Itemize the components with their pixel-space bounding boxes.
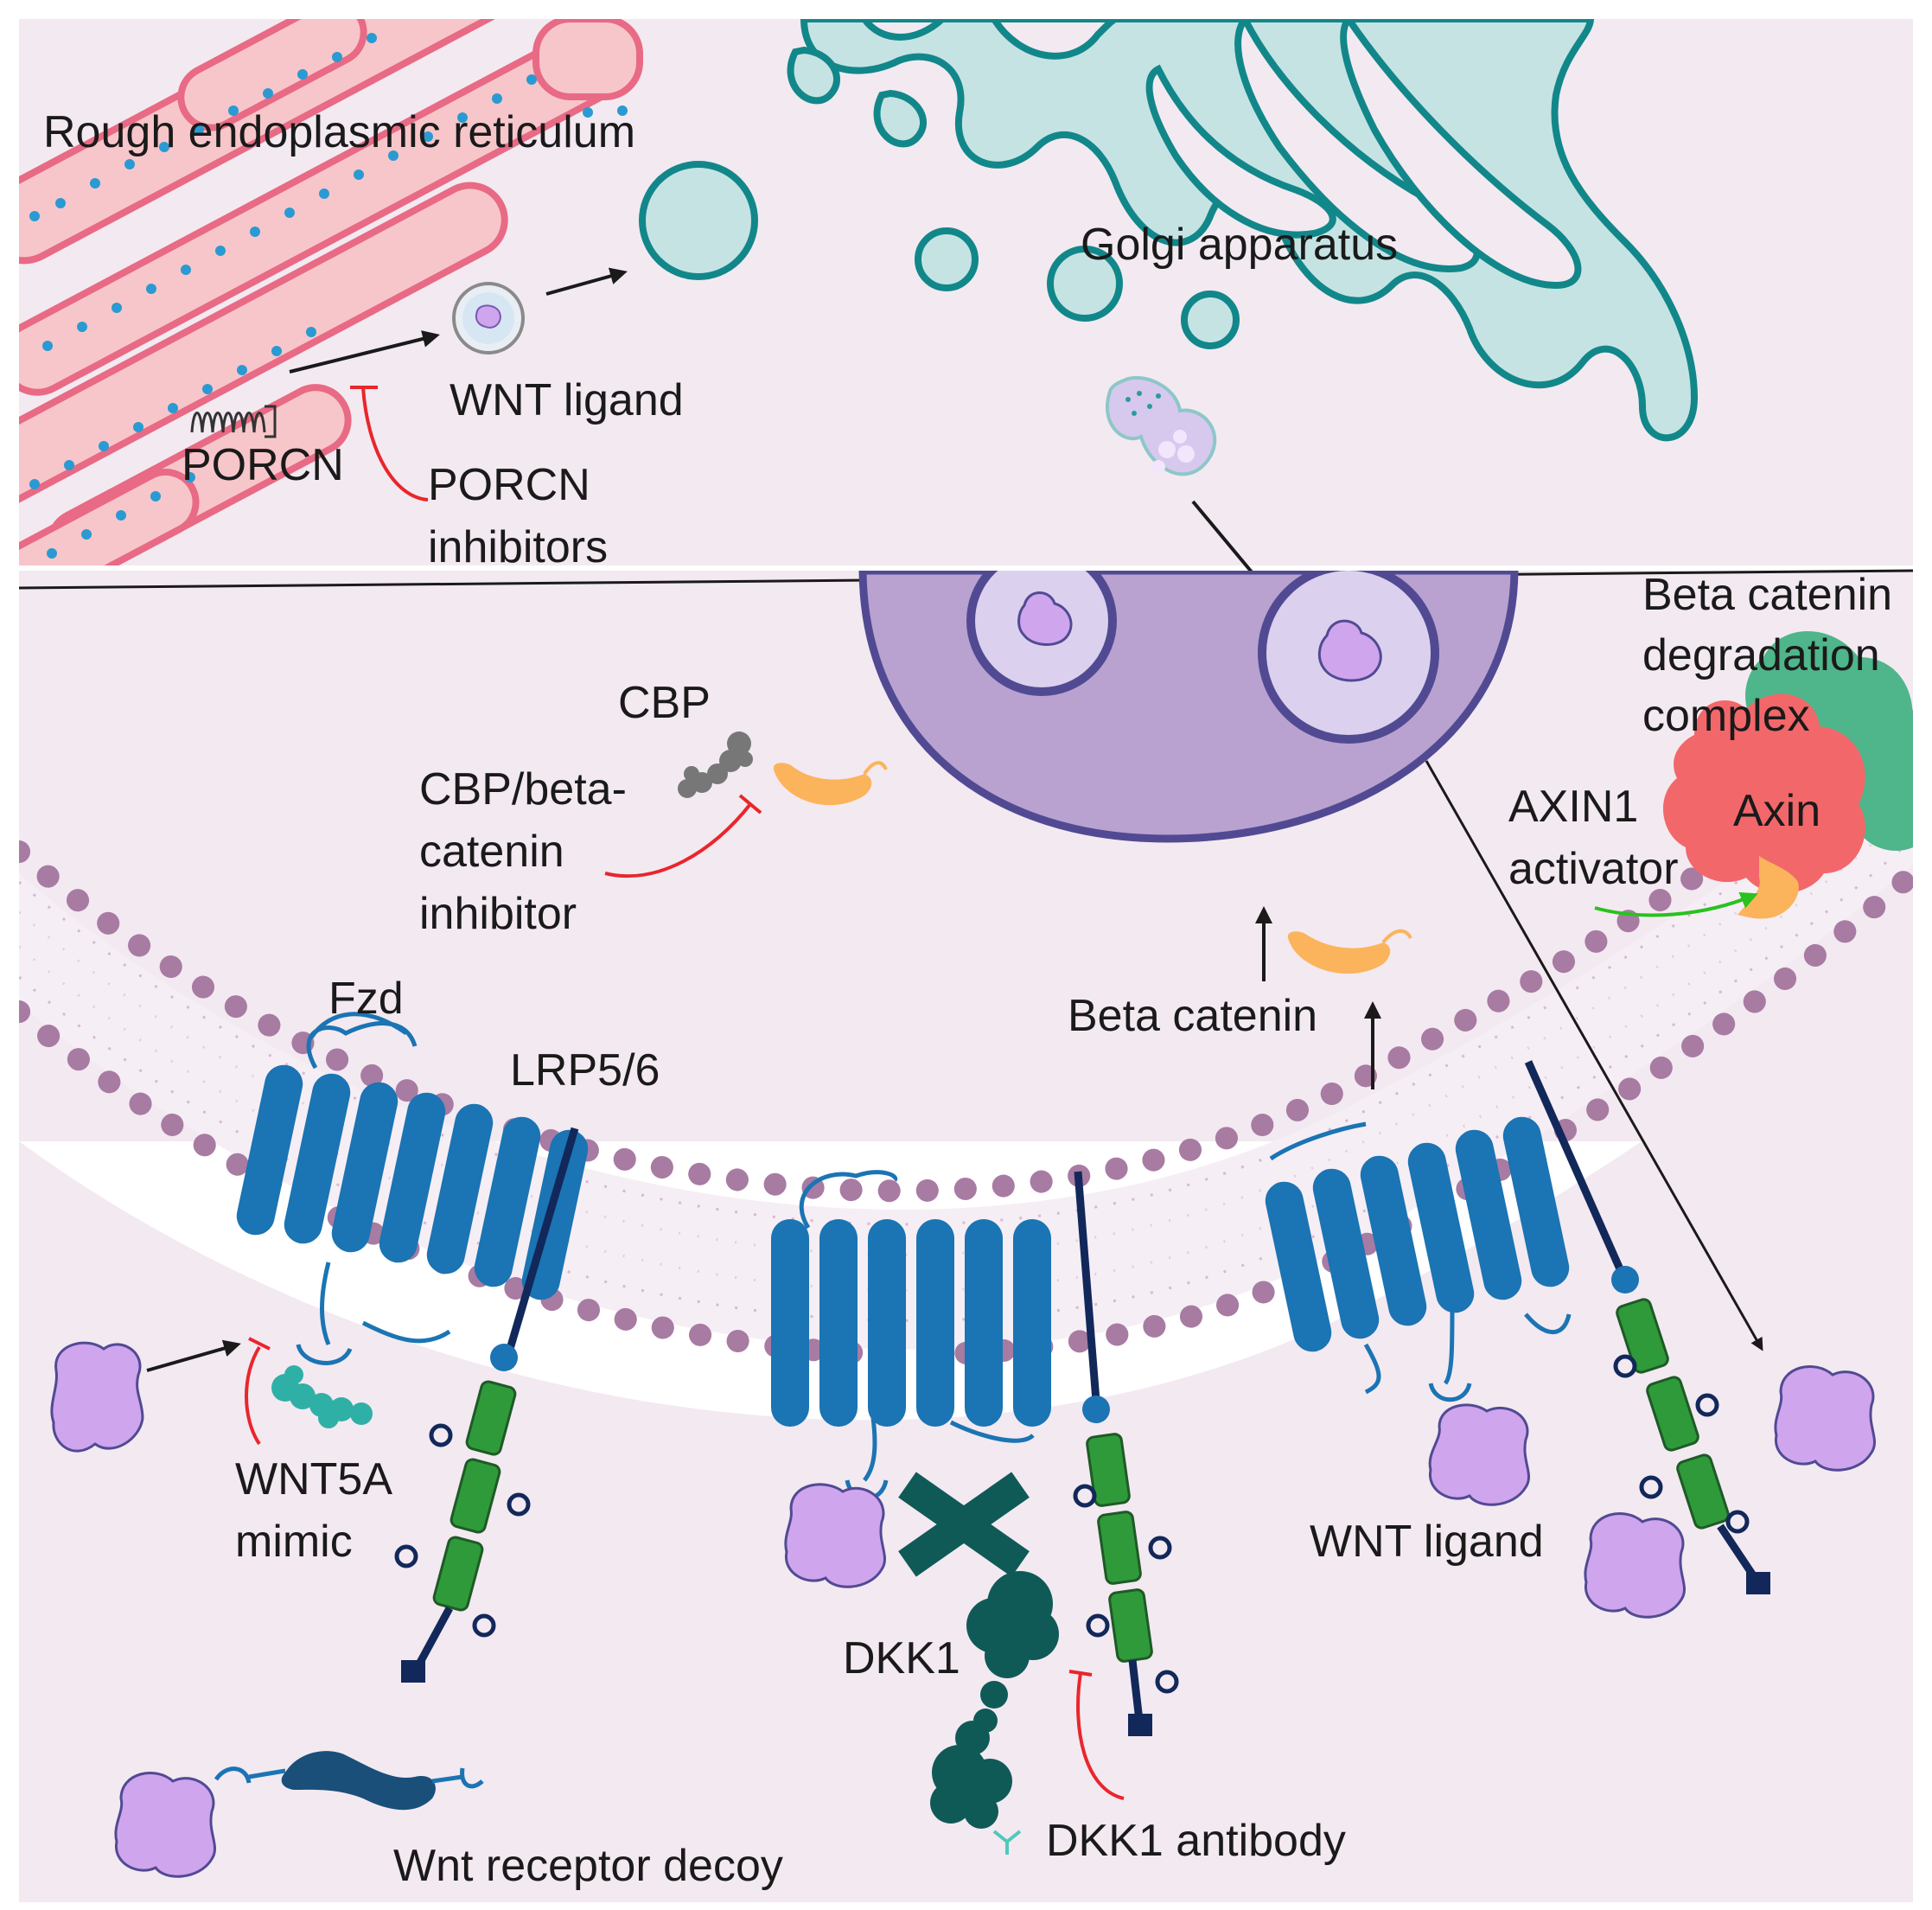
rough-er — [19, 19, 643, 565]
wnt-ligand-top-label: WNT ligand — [450, 375, 684, 425]
wnt-ligand-right-bound — [1428, 1403, 1530, 1506]
wnt5a-mimic-label-2: mimic — [235, 1517, 353, 1567]
golgi-apparatus — [639, 19, 1699, 442]
axin1-activation-arrow — [1594, 891, 1758, 917]
fzd-receptor-center — [771, 1170, 1051, 1501]
porcn-inhibitors-label-2: inhibitors — [428, 522, 608, 572]
beta-catenin-icon-cbp — [773, 761, 888, 806]
wnt5a-mimic-icon — [271, 1365, 373, 1428]
wnt5a-inhibitor-bar — [245, 1337, 271, 1446]
fzd-label: Fzd — [328, 974, 404, 1024]
receptor-decoy-icon — [214, 1751, 484, 1811]
lrp-coreceptor-center — [1073, 1171, 1179, 1736]
degradation-complex — [1662, 631, 1913, 919]
golgi-label: Golgi apparatus — [1081, 220, 1398, 270]
dkk1-antibody-label: DKK1 antibody — [1046, 1816, 1346, 1866]
nucleus-to-wnt-arrow — [1425, 760, 1763, 1351]
cbp-inhibitor-label-2: catenin — [419, 827, 564, 877]
porcn-inhibitors-label-1: PORCN — [428, 460, 590, 510]
porcn-to-wnt-arrow — [289, 330, 440, 374]
rough-er-label: Rough endoplasmic reticulum — [43, 107, 635, 157]
wnt-ligand-decoy — [114, 1772, 216, 1878]
cbp-inhibitor-bar — [604, 794, 762, 878]
wnt-vesicle-icon — [452, 282, 525, 355]
wnt-ligand-free-right-2 — [1584, 1512, 1686, 1619]
fzd-extracellular-loop — [309, 1012, 408, 1039]
cbp-label: CBP — [618, 678, 711, 728]
beta-catenin-label: Beta catenin — [1068, 991, 1317, 1041]
porcn-inhibitor-bar — [350, 386, 429, 501]
nucleus — [858, 571, 1519, 843]
lrp-coreceptor-left — [394, 1127, 579, 1683]
wnt-to-fzd-arrow-left — [146, 1339, 241, 1372]
wnt-receptor-decoy-label: Wnt receptor decoy — [393, 1841, 783, 1891]
lrp-label: LRP5/6 — [510, 1045, 660, 1096]
porcn-protein-icon — [190, 405, 277, 438]
wnt-ligand-bottom-label: WNT ligand — [1310, 1517, 1544, 1567]
lrp-coreceptor-right — [1524, 1060, 1770, 1594]
cbp-inhibitor-label-1: CBP/beta- — [419, 764, 627, 814]
fzd-receptor-left — [236, 1021, 589, 1365]
degradation-complex-label-3: complex — [1642, 691, 1810, 741]
axin1-activator-label-2: activator — [1508, 844, 1679, 894]
wnt-ligand-free-right-1 — [1774, 1365, 1876, 1472]
wnt-ligand-center — [784, 1483, 886, 1588]
degradation-complex-label-1: Beta catenin — [1642, 570, 1892, 620]
blocked-cross-icon — [898, 1472, 1030, 1577]
axin1-activator-label-1: AXIN1 — [1508, 782, 1638, 832]
dkk1-label: DKK1 — [843, 1633, 960, 1683]
cbp-protein-icon — [678, 731, 753, 798]
cbp-inhibitor-label-3: inhibitor — [419, 889, 577, 939]
beta-catenin-icon-center — [1287, 929, 1412, 974]
wnt-ligand-left — [50, 1341, 144, 1453]
secretory-vesicle-icon — [1105, 375, 1217, 476]
antibody-icon — [992, 1830, 1022, 1855]
wnt5a-mimic-label-1: WNT5A — [235, 1454, 392, 1504]
fzd-receptor-right — [1265, 1116, 1572, 1402]
porcn-label: PORCN — [182, 440, 344, 490]
dkk1-protein-icon — [930, 1571, 1059, 1829]
axin-label: Axin — [1733, 786, 1820, 836]
degradation-complex-label-2: degradation — [1642, 630, 1880, 680]
wnt-to-golgi-arrow — [545, 267, 628, 296]
dkk1-antibody-inhibitor-bar — [1068, 1670, 1125, 1800]
